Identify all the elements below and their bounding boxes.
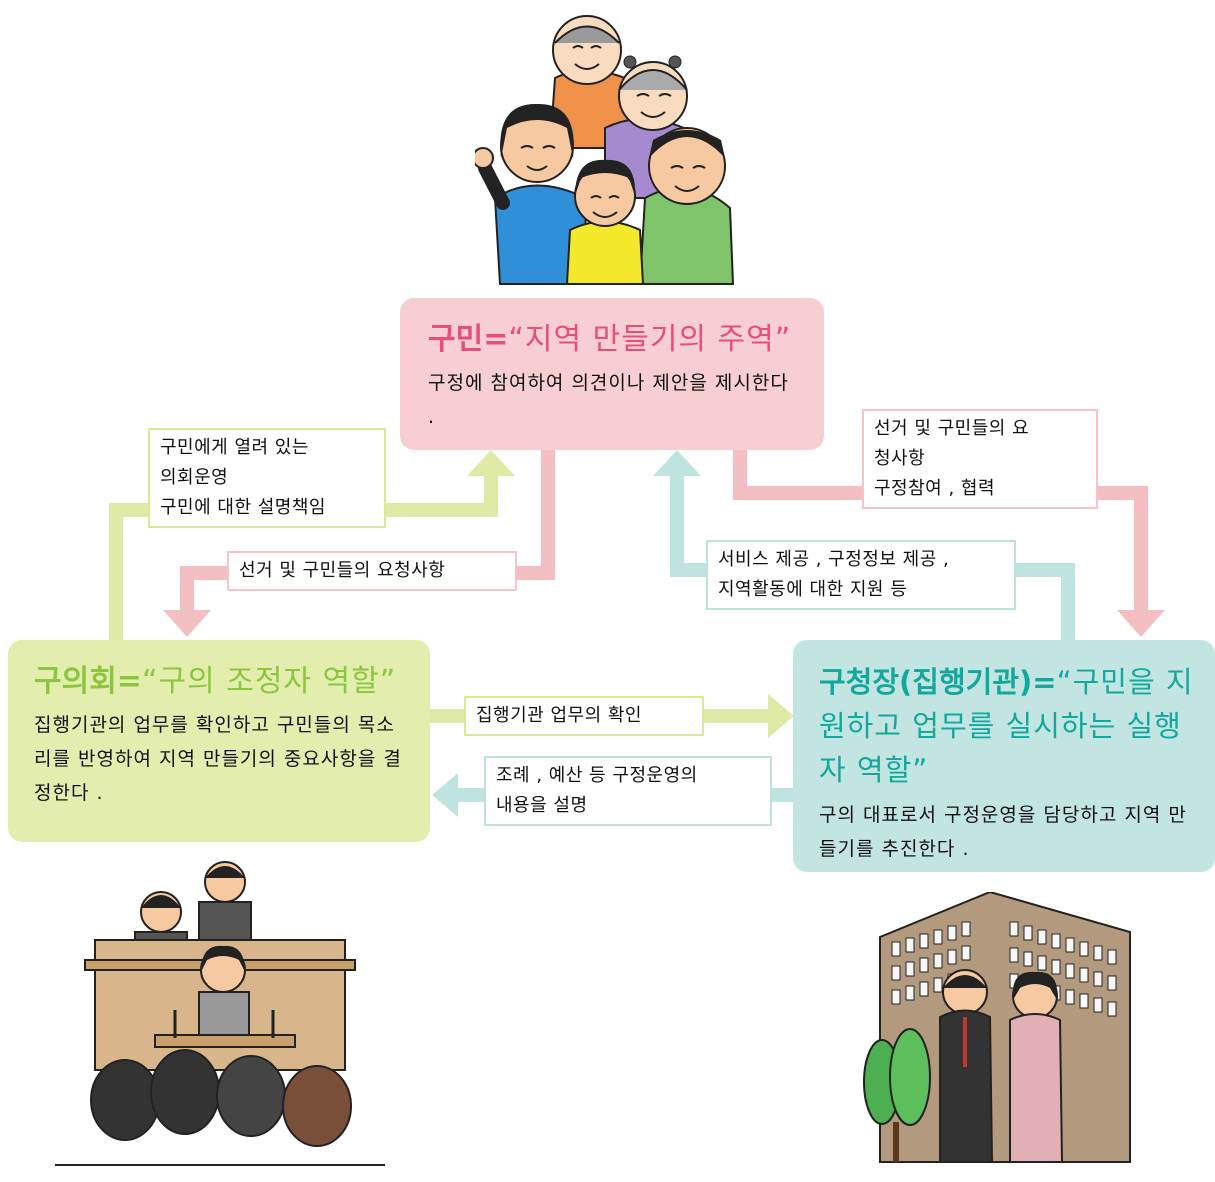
citizen-title: 구민=“지역 만들기의 주역” — [428, 320, 798, 360]
council-title: 구의회=“구의 조정자 역할” — [34, 662, 410, 702]
citizen-role: “지역 만들기의 주역” — [508, 322, 792, 357]
arrow-mayor-to-citizen-head — [653, 450, 701, 476]
family-illustration — [475, 15, 735, 285]
arrow-citizen-to-mayor-head — [1117, 610, 1165, 637]
mayor-description: 구의 대표로서 구정운영을 담당하고 지역 만들기를 추진한다 . — [819, 804, 1187, 860]
mayor-box: 구청장(집행기관)=“구민을 지원하고 업무를 실시하는 실행자 역할” 구의 … — [793, 640, 1215, 872]
mayor-role: “구민을 지원하고 업무를 실시하는 실행자 역할” — [819, 665, 1194, 787]
label-line: 의회운영 — [160, 467, 229, 488]
label-line: 청사항 — [874, 448, 926, 469]
assembly-illustration — [55, 861, 385, 1166]
arrow-council-to-mayor-head — [768, 694, 794, 738]
citizen-box: 구민=“지역 만들기의 주역” 구정에 참여하여 의견이나 제안을 제시한다 . — [400, 298, 824, 450]
label-line: 선거 및 구민들의 요청사항 — [239, 560, 446, 581]
label-line: 지역활동에 대한 지원 등 — [718, 579, 908, 600]
label-citizen-to-mayor: 선거 및 구민들의 요 청사항 구정참여 , 협력 — [862, 409, 1098, 509]
label-line: 선거 및 구민들의 요 — [874, 418, 1030, 439]
mayor-title: 구청장(집행기관)=“구민을 지원하고 업무를 실시하는 실행자 역할” — [819, 660, 1201, 792]
label-mayor-to-council: 조례 , 예산 등 구정운영의 내용을 설명 — [484, 756, 772, 826]
label-mayor-to-citizen: 서비스 제공 , 구정정보 제공 , 지역활동에 대한 지원 등 — [706, 540, 1016, 610]
label-council-to-mayor: 집행기관 업무의 확인 — [464, 696, 704, 736]
council-role: “구의 조정자 역할” — [141, 664, 397, 699]
arrow-council-to-citizen-head — [467, 450, 515, 476]
label-line: 집행기관 업무의 확인 — [476, 705, 642, 726]
arrow-mayor-to-council-head — [432, 773, 458, 817]
council-description: 집행기관의 업무를 확인하고 구민들의 목소리를 반영하여 지역 만들기의 중요… — [34, 714, 402, 804]
council-term: 구의회= — [34, 664, 142, 699]
citizen-description: 구정에 참여하여 의견이나 제안을 제시한다 . — [428, 372, 789, 428]
council-box: 구의회=“구의 조정자 역할” 집행기관의 업무를 확인하고 구민들의 목소리를… — [8, 640, 430, 842]
label-line: 구민에 대한 설명책임 — [160, 497, 326, 518]
label-council-to-citizen: 구민에게 열려 있는 의회운영 구민에 대한 설명책임 — [148, 428, 386, 528]
arrow-citizen-to-council-head — [163, 610, 211, 637]
label-line: 구민에게 열려 있는 — [160, 437, 309, 458]
office-building-illustration — [863, 892, 1131, 1163]
citizen-term: 구민= — [428, 322, 509, 357]
mayor-term: 구청장(집행기관)= — [819, 665, 1057, 699]
label-citizen-to-council: 선거 및 구민들의 요청사항 — [227, 551, 517, 591]
label-line: 조례 , 예산 등 구정운영의 — [496, 765, 698, 786]
label-line: 구정참여 , 협력 — [874, 478, 996, 499]
label-line: 내용을 설명 — [496, 795, 588, 816]
label-line: 서비스 제공 , 구정정보 제공 , — [718, 549, 950, 570]
